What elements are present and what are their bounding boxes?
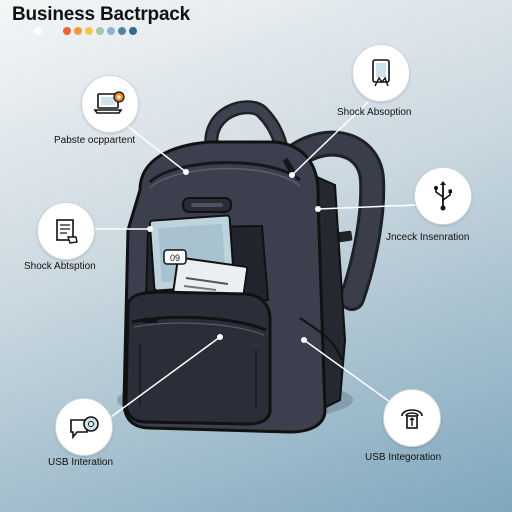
callout-label: Jnceck Insenration: [386, 232, 470, 243]
connector-lines: [94, 101, 417, 426]
front-pocket: [124, 290, 272, 426]
callout-label: USB Integoration: [365, 452, 442, 463]
palette-swatch: [85, 27, 93, 35]
pocket-tag: [163, 249, 187, 265]
callout-chat: [55, 398, 113, 456]
chat-gear-icon: [70, 416, 99, 440]
pocket-tag-text: 09: [170, 253, 180, 263]
callout-label: Pabste ocppartent: [54, 135, 136, 146]
palette-swatch: [107, 27, 115, 35]
callout-label: USB Interation: [48, 457, 114, 468]
usb-symbol-icon: [434, 181, 452, 211]
callout-tablet: [352, 44, 410, 102]
callout-label: Shock Abtsption: [24, 261, 96, 272]
palette-swatch: [74, 27, 82, 35]
callout-label: Shock Absoption: [337, 107, 412, 118]
callout-usb-port: [383, 389, 441, 447]
connector-dots: [147, 169, 321, 343]
color-palette: [34, 27, 137, 35]
palette-swatch: [63, 27, 71, 35]
document-hand-icon: [56, 219, 78, 244]
palette-swatch: [129, 27, 137, 35]
tablet-hand-icon: [372, 59, 390, 87]
page-title: Business Bactrpack: [12, 4, 191, 25]
palette-swatch: [34, 27, 42, 35]
palette-swatch: [118, 27, 126, 35]
main-zipper: [148, 161, 301, 184]
laptop-gear-icon: [93, 91, 125, 114]
usb-port-icon: [401, 409, 423, 429]
palette-swatch: [96, 27, 104, 35]
callout-document: [37, 202, 95, 260]
zipper-pull: [283, 158, 295, 174]
callout-usb: [414, 167, 472, 225]
callout-laptop: [81, 75, 139, 133]
pocket-zipper-pull: [142, 318, 158, 323]
